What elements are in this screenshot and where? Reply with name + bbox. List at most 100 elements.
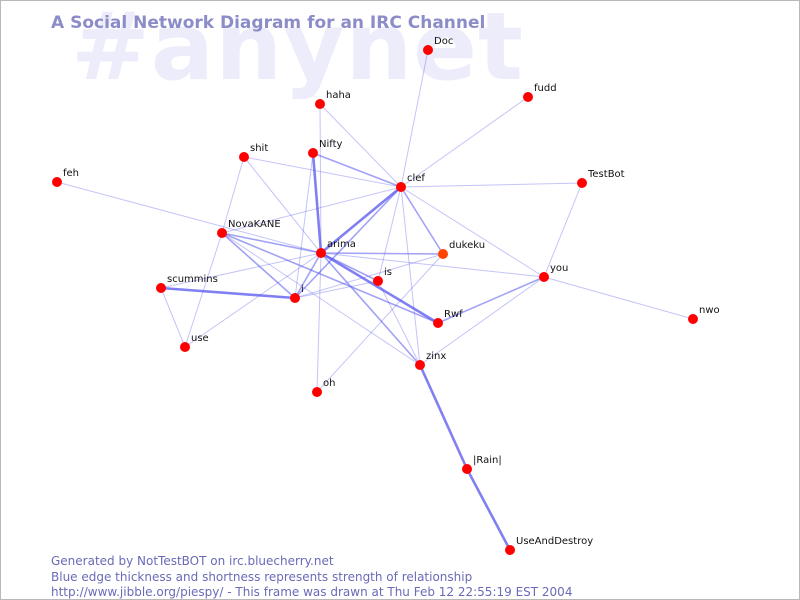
edge-Doc-clef [400,49,429,188]
node-label: fudd [534,83,557,94]
node-shit: shit [239,143,268,162]
node-dot [415,360,425,370]
edge-haha-arima [319,103,322,254]
edge-clef-arima [320,185,402,255]
node-label: clef [407,173,425,184]
node-you: you [539,263,568,282]
node-is: is [373,267,392,286]
node-dot [688,314,698,324]
footer-generated-by: Generated by NotTestBOT on irc.bluecherr… [51,554,334,568]
edge-NovaKANE-arima [221,232,322,254]
edge-zinx-Rain [418,364,469,470]
node-label: i [301,284,304,295]
node-dot [396,182,406,192]
node-label: shit [250,143,268,154]
edge-arima-scummins [160,252,322,289]
node-dot [156,283,166,293]
node-label: zinx [426,351,446,362]
edge-NovaKANE-Rwf [221,232,439,324]
node-dot [312,387,322,397]
node-clef: clef [396,173,425,192]
diagram-title: A Social Network Diagram for an IRC Chan… [51,13,486,33]
node-dot [308,148,318,158]
edge-clef-zinx [400,186,421,366]
edge-layer [56,49,694,551]
edge-arima-oh [316,252,322,393]
node-label: use [191,333,209,344]
node-fudd: fudd [523,83,557,102]
node-use: use [180,333,209,352]
channel-watermark: #anynet [71,0,524,102]
edge-arima-use [184,252,322,348]
edge-clef-is [377,186,402,282]
edge-Nifty-arima [311,152,323,254]
edge-clef-i [294,186,402,299]
node-Rwf: Rwf [433,309,463,328]
edge-clef-TestBot [400,182,583,188]
edge-arima-dukeku [320,252,444,255]
edge-fudd-clef [400,96,529,188]
edge-clef-you [400,186,545,278]
node-dot [577,178,587,188]
node-dot [239,152,249,162]
edge-NovaKANE-zinx [221,232,421,366]
edge-you-zinx [419,276,545,366]
node-Rain: |Rain| [462,455,502,474]
node-dot [52,177,62,187]
edge-clef-dukeku [400,186,444,255]
edge-feh-arima [56,181,322,254]
node-label: oh [323,378,335,389]
node-label: arima [327,239,356,250]
node-feh: feh [52,168,79,187]
node-zinx: zinx [415,351,446,370]
node-i: i [290,284,304,303]
edge-Rain-UseAndDestroy [465,468,512,551]
node-UseAndDestroy: UseAndDestroy [505,536,593,555]
node-TestBot: TestBot [577,169,625,188]
edge-shit-NovaKANE [221,156,245,234]
node-label: Rwf [444,309,463,320]
edge-haha-clef [319,103,402,188]
node-dukeku: dukeku [438,240,485,259]
edge-you-nwo [543,276,694,320]
node-oh: oh [312,378,335,397]
footer-legend-note: Blue edge thickness and shortness repres… [51,570,473,584]
edge-Nifty-i [294,152,314,299]
node-label: |Rain| [473,455,502,466]
node-label: nwo [699,305,720,316]
node-label: dukeku [449,240,485,251]
edge-is-i [294,280,379,299]
node-dot [438,249,448,259]
edge-shit-arima [243,156,322,254]
node-dot [462,464,472,474]
node-dot [315,99,325,109]
node-haha: haha [315,90,351,109]
node-dot [423,45,433,55]
node-dot [505,545,515,555]
node-dot [217,228,227,238]
node-dot [316,248,326,258]
node-label: you [550,263,568,274]
node-label: haha [326,90,351,101]
edge-arima-zinx [320,252,421,366]
node-label: NovaKANE [228,219,281,230]
node-dot [539,272,549,282]
node-label: UseAndDestroy [516,536,593,547]
edge-you-Rwf [437,276,545,324]
node-label: TestBot [587,169,625,180]
edge-Nifty-clef [312,152,402,188]
edge-arima-Rwf [320,251,439,325]
edge-NovaKANE-i [221,232,296,299]
edge-clef-NovaKANE [221,186,402,234]
footer-url-timestamp: http://www.jibble.org/piespy/ - This fra… [51,585,573,599]
node-label: Doc [434,36,453,47]
edge-arima-i [294,252,322,299]
edge-is-zinx [377,280,421,366]
node-Doc: Doc [423,36,453,55]
node-dot [523,92,533,102]
edge-arima-you [320,252,545,278]
edge-shit-clef [243,156,402,188]
